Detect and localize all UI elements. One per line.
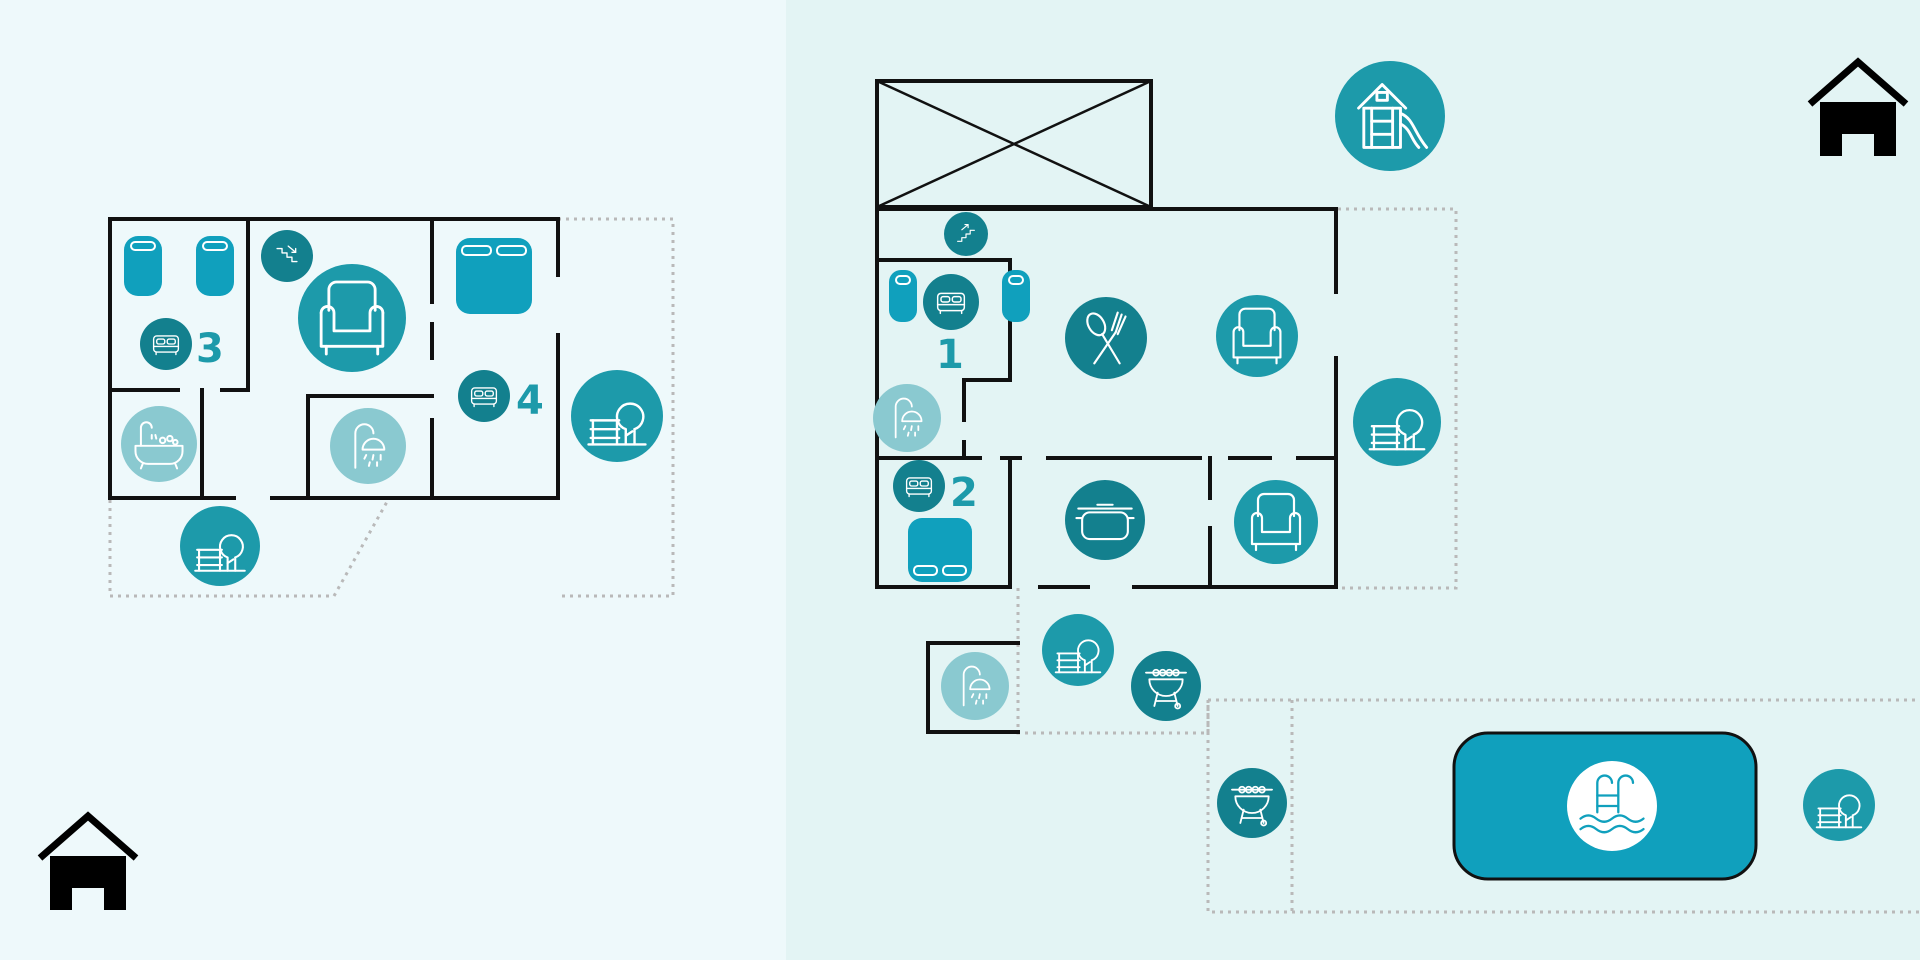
- armchair-icon: [1216, 295, 1298, 377]
- stairs-icon: [261, 230, 313, 282]
- armchair-icon: [1234, 480, 1318, 564]
- bathtub-icon: [121, 406, 197, 482]
- single-bed-icon: [889, 270, 917, 322]
- stairs-icon: [944, 212, 988, 256]
- cutlery-icon: [1065, 297, 1147, 379]
- armchair-icon: [298, 264, 406, 372]
- single-bed-icon: [124, 236, 162, 296]
- garden-bench-icon: [571, 370, 663, 462]
- playground-icon: [1335, 61, 1445, 171]
- room-number-3: 3: [196, 326, 224, 372]
- left-background: [0, 0, 786, 960]
- garden-bench-icon: [1803, 769, 1875, 841]
- barbecue-icon: [1217, 768, 1287, 838]
- bed-pillows-icon: [458, 370, 510, 422]
- terrace-outline-south: [1016, 588, 1210, 735]
- left-building: [108, 217, 675, 598]
- right-building: [875, 79, 1920, 914]
- shower-icon: [330, 408, 406, 484]
- cooking-pot-icon: [1065, 480, 1145, 560]
- bed-pillows-icon: [893, 460, 945, 512]
- shower-icon: [941, 652, 1009, 720]
- single-bed-icon: [1002, 270, 1030, 322]
- double-bed-icon: [456, 238, 532, 314]
- bed-pillows-icon: [140, 318, 192, 370]
- terrace-outline-east: [1338, 207, 1458, 590]
- room-number-4: 4: [516, 378, 544, 424]
- terrace-outline-front: [108, 499, 390, 598]
- room-number-1: 1: [936, 332, 964, 378]
- double-bed-icon: [908, 518, 972, 582]
- single-bed-icon: [196, 236, 234, 296]
- garden-bench-icon: [1353, 378, 1441, 466]
- pool-area-outline: [1206, 698, 1920, 914]
- bed-pillows-icon: [923, 274, 979, 330]
- pool-ladder-icon: [1567, 761, 1657, 851]
- shower-icon: [873, 384, 941, 452]
- barbecue-icon: [1131, 651, 1201, 721]
- garden-bench-icon: [180, 506, 260, 586]
- garden-bench-icon: [1042, 614, 1114, 686]
- terrace-outline-side: [558, 217, 675, 598]
- room-number-2: 2: [950, 470, 978, 516]
